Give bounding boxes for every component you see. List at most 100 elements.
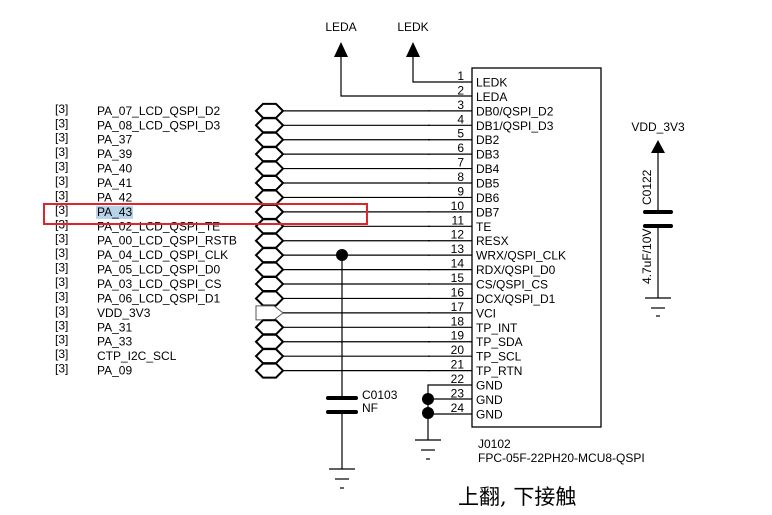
leda-power-port[interactable]: LEDA — [325, 20, 472, 97]
pin-name: TP_RTN — [476, 364, 522, 378]
off-sheet-connector-icon — [254, 131, 285, 148]
net-label[interactable]: PA_31 — [97, 320, 132, 334]
net-label[interactable]: PA_09 — [97, 364, 132, 378]
off-sheet-connector-icon — [254, 102, 285, 119]
net-row[interactable]: [3] PA_09 — [55, 362, 430, 379]
net-label[interactable]: PA_04_LCD_QSPI_CLK — [97, 248, 228, 262]
pin-number: 1 — [457, 69, 464, 83]
sheet-ref: [3] — [55, 362, 68, 376]
pin-number: 18 — [451, 314, 465, 328]
net-row[interactable]: [3] PA_00_LCD_QSPI_RSTB — [55, 232, 430, 249]
net-label[interactable]: VDD_3V3 — [97, 306, 151, 320]
net-label[interactable]: PA_06_LCD_QSPI_D1 — [97, 291, 221, 305]
highlight-box — [43, 203, 368, 225]
pin-number: 23 — [451, 386, 465, 400]
net-label[interactable]: PA_39 — [97, 147, 132, 161]
gnd-net[interactable] — [415, 384, 472, 460]
net-row[interactable]: [3]PA_06_LCD_QSPI_D1 — [55, 289, 430, 307]
off-sheet-connector-icon — [254, 348, 285, 365]
pin-name: GND — [476, 393, 503, 407]
off-sheet-connector-icon — [254, 247, 285, 264]
net-label[interactable]: PA_00_LCD_QSPI_RSTB — [97, 234, 237, 248]
ground-icon — [329, 468, 355, 489]
net-label[interactable]: PA_40 — [97, 162, 132, 176]
net-label[interactable]: PA_08_LCD_QSPI_D3 — [97, 118, 221, 132]
pin-number: 22 — [451, 372, 465, 386]
net-row[interactable]: [3]PA_04_LCD_QSPI_CLK — [55, 246, 430, 264]
net-label[interactable]: PA_41 — [97, 176, 132, 190]
connector-body[interactable] — [471, 67, 602, 428]
net-row[interactable]: [3]PA_03_LCD_QSPI_CS — [55, 275, 430, 293]
orientation-note: 上翻, 下接触 — [458, 485, 576, 509]
net-row[interactable]: [3]PA_39 — [55, 145, 430, 163]
net-label[interactable]: PA_03_LCD_QSPI_CS — [97, 277, 222, 291]
net-row[interactable]: [3]PA_07_LCD_QSPI_D2 — [55, 102, 430, 119]
pin-name: LEDK — [476, 76, 507, 90]
net-label[interactable]: CTP_I2C_SCL — [97, 349, 177, 363]
net-row[interactable]: [3]PA_02_LCD_QSPI_TE — [55, 217, 430, 235]
sheet-ref: [3] — [55, 318, 68, 332]
net-label[interactable]: PA_05_LCD_QSPI_D0 — [97, 263, 221, 277]
net-row[interactable]: [3]CTP_I2C_SCL — [55, 347, 430, 365]
pin-name: GND — [476, 379, 503, 393]
off-sheet-connector-icon — [254, 333, 285, 350]
pin-name: TE — [476, 220, 491, 234]
net-row[interactable]: [3]PA_42 — [55, 188, 430, 206]
net-row[interactable]: [3]VDD_3V3 — [55, 304, 430, 321]
net-row[interactable]: [3]PA_08_LCD_QSPI_D3 — [55, 116, 430, 134]
net-row[interactable]: [3]PA_41 — [55, 174, 430, 192]
off-sheet-connector-icon — [254, 189, 285, 206]
net-row[interactable]: [3] PA_40 — [55, 160, 430, 177]
net-row[interactable]: [3]PA_33 — [55, 333, 430, 350]
pin-number: 17 — [451, 300, 465, 314]
net-label[interactable]: PA_43 — [97, 205, 132, 219]
pin-name: DB7 — [476, 205, 500, 219]
junction-dot — [422, 407, 434, 419]
capacitor-c0122[interactable]: VDD_3V3 C0122 4.7uF/10V — [631, 120, 685, 317]
ground-icon — [415, 439, 441, 460]
pin-name: DB3 — [476, 148, 500, 162]
net-label[interactable]: PA_37 — [97, 133, 132, 147]
sheet-ref: [3] — [55, 160, 68, 174]
net-row[interactable]: [3] PA_31 — [55, 318, 430, 336]
sheet-ref: [3] — [55, 232, 68, 246]
net-row[interactable]: [3]PA_05_LCD_QSPI_D0 — [55, 261, 430, 278]
net-row[interactable]: [3]PA_37 — [55, 131, 430, 148]
capacitor-c0103[interactable]: C0103 NF — [326, 249, 398, 489]
net-label[interactable]: PA_07_LCD_QSPI_D2 — [97, 104, 221, 118]
net-label[interactable]: PA_02_LCD_QSPI_TE — [97, 219, 220, 233]
off-sheet-connector-icon — [254, 160, 285, 177]
net-label[interactable]: PA_33 — [97, 335, 132, 349]
net-label[interactable]: PA_42 — [97, 190, 132, 204]
ledk-power-port[interactable]: LEDK — [397, 20, 472, 83]
pin-name: CS/QSPI_CS — [476, 278, 548, 292]
pin-name: LEDA — [476, 90, 507, 104]
net-row[interactable]: [3]PA_43 — [55, 203, 430, 220]
pin-number: 11 — [452, 213, 465, 227]
